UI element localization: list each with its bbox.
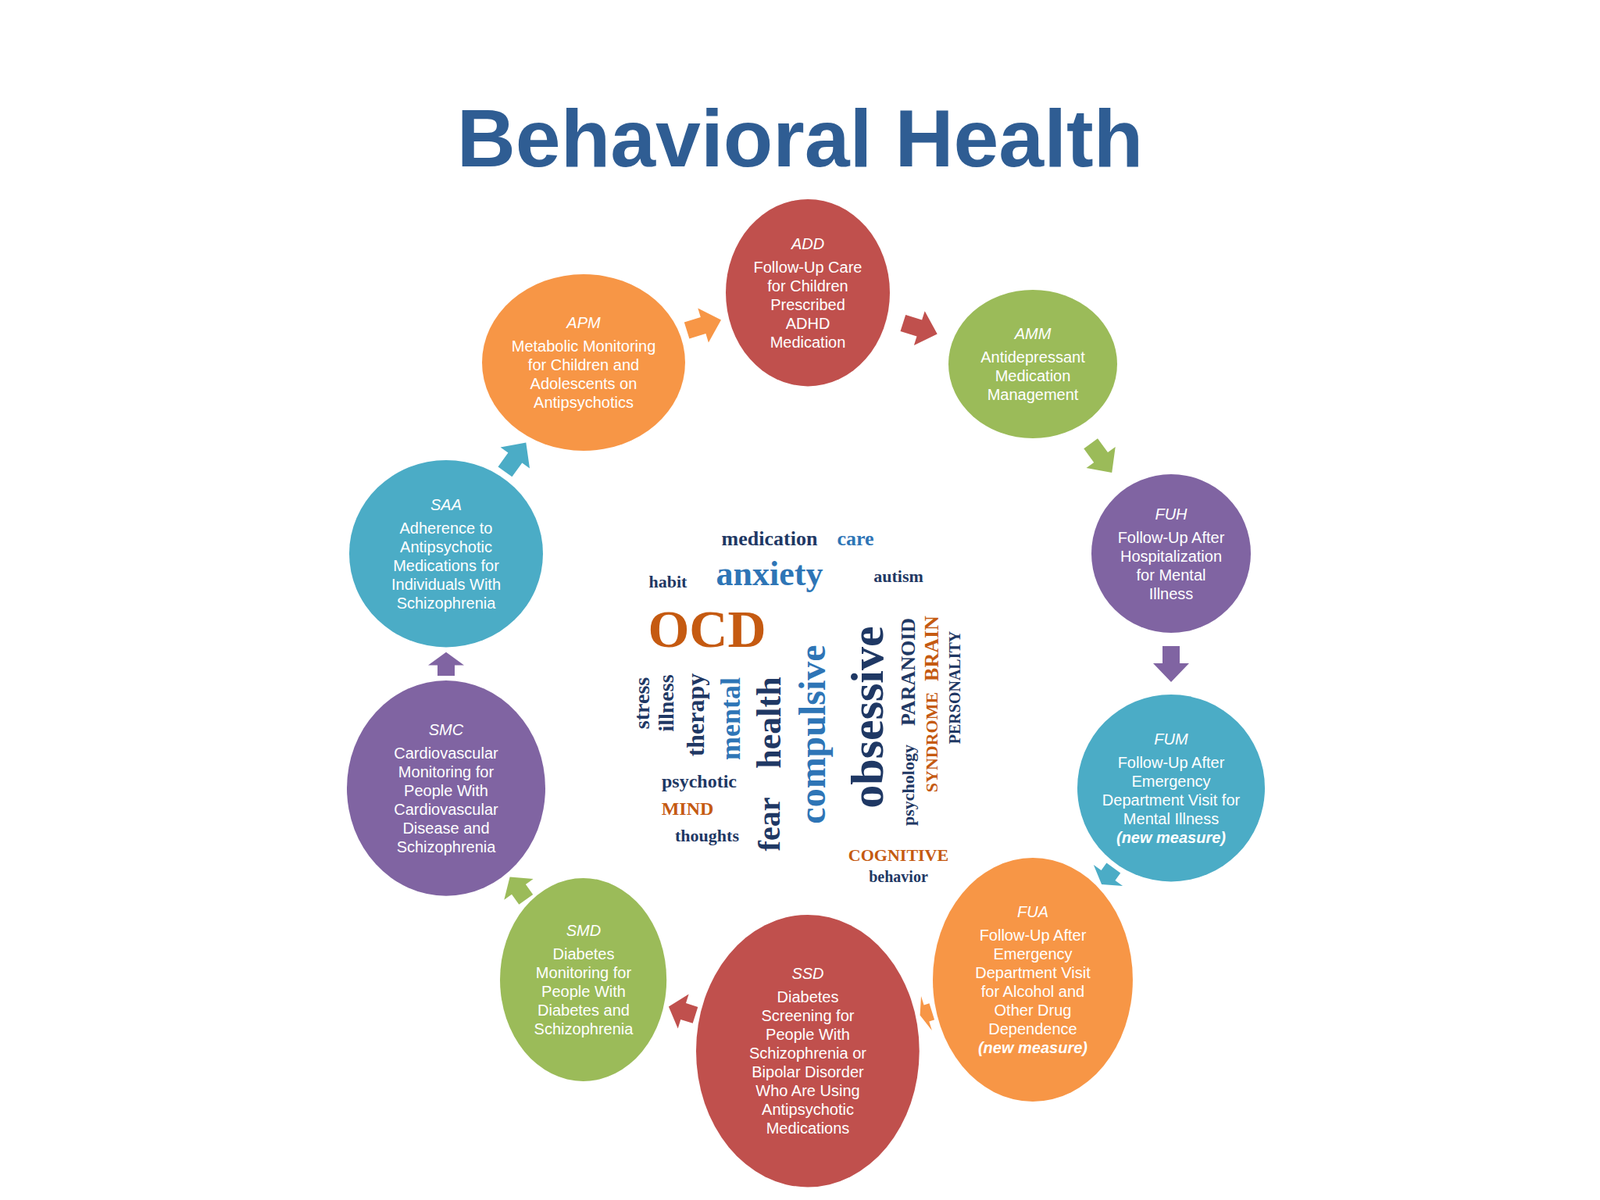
measure-name: Diabetes Monitoring for People With Diab… [525, 944, 642, 1039]
block-arrow [498, 442, 531, 478]
measure-code: APM [508, 313, 659, 333]
word-cloud-word: mental [716, 677, 745, 761]
measure-name: Follow-Up After Emergency Department Vis… [968, 925, 1097, 1039]
block-arrow [920, 996, 936, 1031]
word-cloud-word: MIND [661, 799, 715, 818]
measure-circle: FUM Follow-Up After Emergency Department … [1077, 694, 1265, 882]
measure-name: Diabetes Screening for People With Schiz… [742, 987, 873, 1138]
word-cloud-word: stress [631, 677, 654, 729]
word-cloud-word: compulsive [793, 644, 832, 824]
word-cloud-word: behavior [868, 868, 929, 885]
circle-text: FUM Follow-Up After Emergency Department … [1101, 729, 1241, 847]
block-arrow [503, 877, 533, 905]
word-cloud-word: health [752, 676, 787, 768]
block-arrow [1093, 863, 1123, 886]
circle-text: FUA Follow-Up After Emergency Department … [968, 902, 1097, 1058]
circle-fill [696, 914, 920, 1187]
word-cloud-word: BRAIN [921, 615, 943, 682]
measure-circle: SMD Diabetes Monitoring for People With D… [500, 878, 667, 1082]
word-cloud-word: psychotic [661, 771, 737, 791]
block-arrow [1153, 646, 1190, 683]
circle-fill [948, 289, 1118, 439]
measure-circle: SSD Diabetes Screening for People With Sc… [696, 914, 920, 1187]
word-cloud-word: OCD [647, 602, 766, 656]
word-cloud-word: COGNITIVE [848, 846, 949, 865]
circle-text: SAA Adherence to Antipsychotic Medication… [374, 495, 518, 613]
circle-fill [1077, 694, 1265, 882]
measure-code: AMM [970, 324, 1096, 343]
measure-name: Cardiovascular Monitoring for People Wit… [372, 743, 520, 857]
circle-fill [349, 460, 543, 647]
measure-code: SMD [525, 921, 642, 940]
word-cloud-word: thoughts [675, 827, 740, 845]
block-arrow [428, 652, 465, 676]
word-cloud-word: medication [721, 528, 818, 550]
measure-note: (new measure) [968, 1038, 1097, 1058]
measure-circle: ADD Follow-Up Care for Children Prescribe… [725, 199, 890, 386]
word-cloud-word: PARANOID [898, 617, 919, 726]
block-arrow [900, 310, 938, 346]
word-cloud-word: PERSONALITY [946, 631, 963, 744]
measure-code: FUA [968, 902, 1097, 922]
measure-circle: FUA Follow-Up After Emergency Department … [932, 857, 1133, 1102]
measure-circle: SAA Adherence to Antipsychotic Medication… [349, 460, 543, 647]
measure-circle: SMC Cardiovascular Monitoring for People … [346, 680, 546, 897]
measure-code: FUH [1112, 504, 1231, 524]
word-cloud-word: SYNDROME [923, 692, 941, 793]
block-arrow [1083, 438, 1115, 473]
measure-circle: APM Metabolic Monitoring for Children and… [482, 274, 686, 451]
circle-text: AMM Antidepressant Medication Management [970, 324, 1096, 404]
block-arrow [684, 308, 722, 343]
measure-name: Follow-Up Care for Children Prescribed A… [747, 257, 869, 352]
circle-text: SMC Cardiovascular Monitoring for People … [372, 720, 520, 857]
word-cloud-word: fear [753, 797, 786, 852]
circle-text: SMD Diabetes Monitoring for People With D… [525, 921, 642, 1039]
measure-circle: FUH Follow-Up After Hospitalization for M… [1091, 474, 1251, 633]
measure-code: SMC [372, 720, 520, 740]
circle-fill [482, 274, 686, 451]
word-cloud-word: illness [655, 674, 678, 732]
measure-code: FUM [1101, 729, 1241, 749]
measure-name: Adherence to Antipsychotic Medications f… [374, 518, 518, 613]
measure-name: Antidepressant Medication Management [970, 347, 1096, 404]
measure-circle: AMM Antidepressant Medication Management [948, 289, 1118, 439]
word-cloud-word: obsessive [843, 625, 891, 808]
circle-text: FUH Follow-Up After Hospitalization for M… [1112, 504, 1231, 604]
circle-fill [500, 878, 667, 1082]
measure-code: SSD [742, 964, 873, 983]
word-cloud-word: psychology [900, 744, 918, 826]
word-cloud-word: therapy [682, 673, 708, 758]
word-cloud-word: autism [873, 567, 924, 586]
measure-code: ADD [747, 234, 869, 254]
word-cloud-word: anxiety [716, 557, 824, 592]
circle-fill [346, 680, 546, 897]
circle-text: ADD Follow-Up Care for Children Prescribe… [747, 234, 869, 352]
word-cloud-word: care [836, 528, 874, 550]
circle-text: SSD Diabetes Screening for People With Sc… [742, 964, 873, 1138]
measure-name: Metabolic Monitoring for Children and Ad… [508, 336, 659, 412]
word-cloud-word: habit [649, 573, 688, 591]
circle-fill [725, 199, 890, 386]
diagram-title: Behavioral Health [0, 92, 1600, 186]
circle-fill [932, 857, 1133, 1102]
measure-name: Follow-Up After Emergency Department Vis… [1101, 753, 1241, 829]
measure-note: (new measure) [1101, 828, 1241, 847]
measure-code: SAA [374, 495, 518, 515]
circle-fill [1091, 474, 1251, 633]
measure-name: Follow-Up After Hospitalization for Ment… [1112, 528, 1231, 604]
circle-text: APM Metabolic Monitoring for Children and… [508, 313, 659, 412]
block-arrow [668, 994, 698, 1029]
